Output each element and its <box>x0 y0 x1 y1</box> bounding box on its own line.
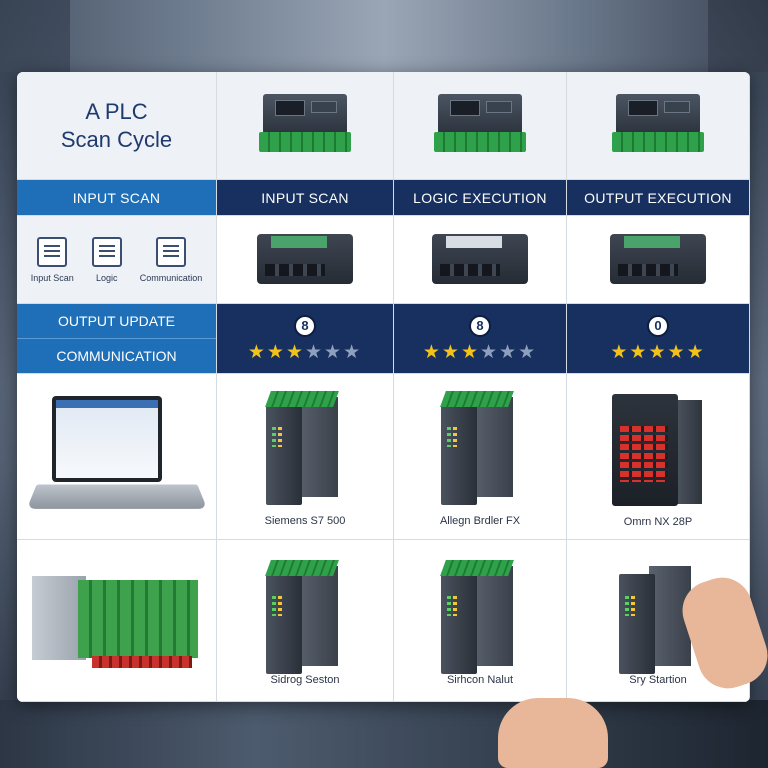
plc-device-image <box>610 230 706 290</box>
comparison-panel: A PLC Scan Cycle INPUT SCAN INPUT SCAN L… <box>17 72 750 702</box>
column-header-logic-execution: LOGIC EXECUTION <box>413 189 547 206</box>
star-filled-icon: ★ <box>441 341 461 363</box>
plc-device-image <box>257 230 353 290</box>
star-empty-icon: ★ <box>343 341 363 363</box>
star-empty-icon: ★ <box>480 341 500 363</box>
rating-badge: 0 <box>647 314 669 337</box>
plc-tall-image <box>265 387 344 507</box>
product-name: Omrn NX 28P <box>623 515 693 528</box>
plc-red-display-image <box>612 386 704 508</box>
band-input-scan-left: INPUT SCAN <box>17 180 217 216</box>
logic-icon <box>91 236 122 267</box>
icon-label: Communication <box>139 272 203 283</box>
comparison-grid: A PLC Scan Cycle INPUT SCAN INPUT SCAN L… <box>17 72 750 702</box>
product-name: Allegn Brdler FX <box>439 514 521 527</box>
band-column-1: INPUT SCAN <box>217 180 394 216</box>
column-header-input-scan: INPUT SCAN <box>261 189 349 206</box>
header-device-2 <box>394 72 567 180</box>
star-rating: ★★★★★ <box>610 341 706 363</box>
icon-item: Logic <box>91 236 122 283</box>
rating-cell-3: 0 ★★★★★ <box>567 304 750 374</box>
star-empty-icon: ★ <box>499 341 519 363</box>
icons-row: Input Scan Logic Communication <box>30 236 203 283</box>
band-column-3: OUTPUT EXECUTION <box>567 180 750 216</box>
hand-bottom <box>498 698 608 768</box>
band-left-split: OUTPUT UPDATE COMMUNICATION <box>17 304 217 374</box>
product-cell: Sirhcon Nalut <box>394 540 567 702</box>
band-output-update: OUTPUT UPDATE <box>17 304 216 338</box>
icon-item: Input Scan <box>30 236 74 283</box>
star-empty-icon: ★ <box>305 341 325 363</box>
product-name: Sry Startion <box>629 673 687 686</box>
band-column-2: LOGIC EXECUTION <box>394 180 567 216</box>
product-name: Sidrog Seston <box>270 673 340 686</box>
header-device-1 <box>217 72 394 180</box>
star-filled-icon: ★ <box>610 341 630 363</box>
header-device-3 <box>567 72 750 180</box>
title-cell: A PLC Scan Cycle <box>17 72 217 180</box>
star-filled-icon: ★ <box>629 341 649 363</box>
icon-label: Logic <box>95 272 118 283</box>
device-cell <box>567 216 750 304</box>
product-name: Siemens S7 500 <box>264 514 346 527</box>
star-filled-icon: ★ <box>266 341 286 363</box>
plc-tall-image <box>440 387 519 507</box>
plc-module-image <box>259 93 351 158</box>
star-filled-icon: ★ <box>422 341 442 363</box>
star-filled-icon: ★ <box>667 341 687 363</box>
product-cell: Sidrog Seston <box>217 540 394 702</box>
plc-device-image <box>432 230 528 290</box>
product-cell: Omrn NX 28P <box>567 374 750 540</box>
icon-item: Communication <box>139 236 203 283</box>
product-name: Sirhcon Nalut <box>446 673 514 686</box>
star-filled-icon: ★ <box>247 341 267 363</box>
product-cell: Allegn Brdler FX <box>394 374 567 540</box>
star-filled-icon: ★ <box>648 341 668 363</box>
rating-badge: 8 <box>469 314 491 337</box>
background-top <box>0 0 768 72</box>
rating-badge: 8 <box>294 314 316 337</box>
input-scan-icon <box>37 236 68 267</box>
plc-module-image <box>434 93 526 158</box>
product-cell: Siemens S7 500 <box>217 374 394 540</box>
column-header-output-execution: OUTPUT EXECUTION <box>584 189 732 206</box>
terminal-block-cell <box>17 540 217 702</box>
rating-cell-1: 8 ★★★★★★ <box>217 304 394 374</box>
band-communication: COMMUNICATION <box>17 338 216 373</box>
device-cell <box>394 216 567 304</box>
plc-module-image <box>612 93 704 158</box>
star-filled-icon: ★ <box>460 341 480 363</box>
background-bottom <box>0 700 768 768</box>
icons-cell: Input Scan Logic Communication <box>17 216 217 304</box>
star-rating: ★★★★★★ <box>247 341 363 363</box>
plc-tall-image <box>265 556 344 674</box>
plc-tall-image <box>619 556 697 674</box>
star-filled-icon: ★ <box>285 341 305 363</box>
page-title: A PLC Scan Cycle <box>60 98 173 152</box>
star-empty-icon: ★ <box>518 341 538 363</box>
terminal-block-image <box>31 566 202 676</box>
rating-cell-2: 8 ★★★★★★ <box>394 304 567 374</box>
icon-label: Input Scan <box>30 272 74 283</box>
plc-tall-image <box>440 556 519 674</box>
band-label: INPUT SCAN <box>72 189 161 206</box>
star-rating: ★★★★★★ <box>422 341 538 363</box>
laptop-cell <box>17 374 217 540</box>
laptop-image <box>26 395 207 518</box>
star-empty-icon: ★ <box>324 341 344 363</box>
communication-icon <box>156 236 187 267</box>
star-filled-icon: ★ <box>686 341 706 363</box>
device-cell <box>217 216 394 304</box>
